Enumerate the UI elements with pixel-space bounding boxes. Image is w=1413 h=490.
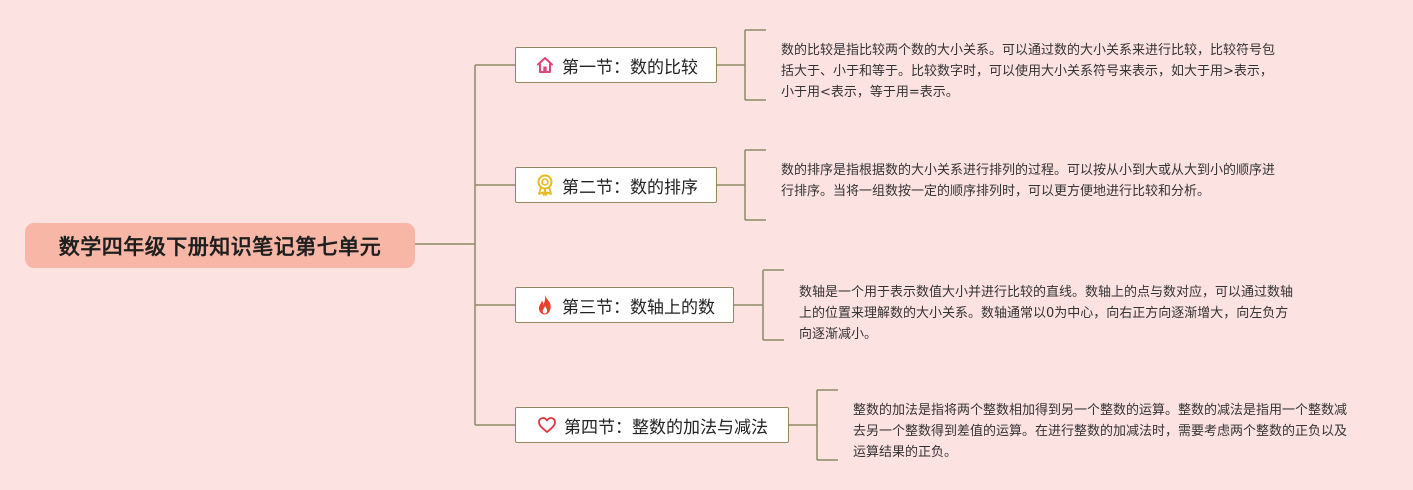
- topic-description-2: 数的排序是指根据数的大小关系进行排列的过程。可以按从小到大或从大到小的顺序进行排…: [781, 163, 1276, 199]
- topic-description-1: 数的比较是指比较两个数的大小关系。可以通过数的大小关系来进行比较，比较符号包括大…: [781, 43, 1276, 100]
- detail-connector-3: [733, 269, 784, 341]
- topic-label-3: 第三节：数轴上的数: [562, 297, 715, 318]
- topic-section-2[interactable]: 第二节：数的排序: [515, 167, 717, 203]
- topic-label-4: 第四节：整数的加法与减法: [564, 417, 768, 438]
- root-topic[interactable]: 数学四年级下册知识笔记第七单元: [25, 223, 415, 268]
- topic-section-3[interactable]: 第三节：数轴上的数: [515, 287, 734, 323]
- detail-connector-4: [788, 389, 838, 461]
- topic-label-2: 第二节：数的排序: [562, 177, 698, 198]
- detail-connector-2: [716, 149, 766, 221]
- root-topic-title: 数学四年级下册知识笔记第七单元: [58, 234, 382, 259]
- topic-label-1: 第一节：数的比较: [562, 57, 698, 78]
- fire-icon: [534, 294, 556, 316]
- topic-description-4: 整数的加法是指将两个整数相加得到另一个整数的运算。整数的减法是指用一个整数减去另…: [853, 403, 1348, 460]
- topic-section-4[interactable]: 第四节：整数的加法与减法: [515, 407, 789, 443]
- heart-icon: [536, 414, 558, 436]
- topic-section-1[interactable]: 第一节：数的比较: [515, 47, 717, 83]
- topic-description-3: 数轴是一个用于表示数值大小并进行比较的直线。数轴上的点与数对应，可以通过数轴上的…: [799, 285, 1294, 342]
- award-icon: [534, 174, 556, 196]
- home-icon: [534, 54, 556, 76]
- detail-connector-1: [716, 29, 766, 101]
